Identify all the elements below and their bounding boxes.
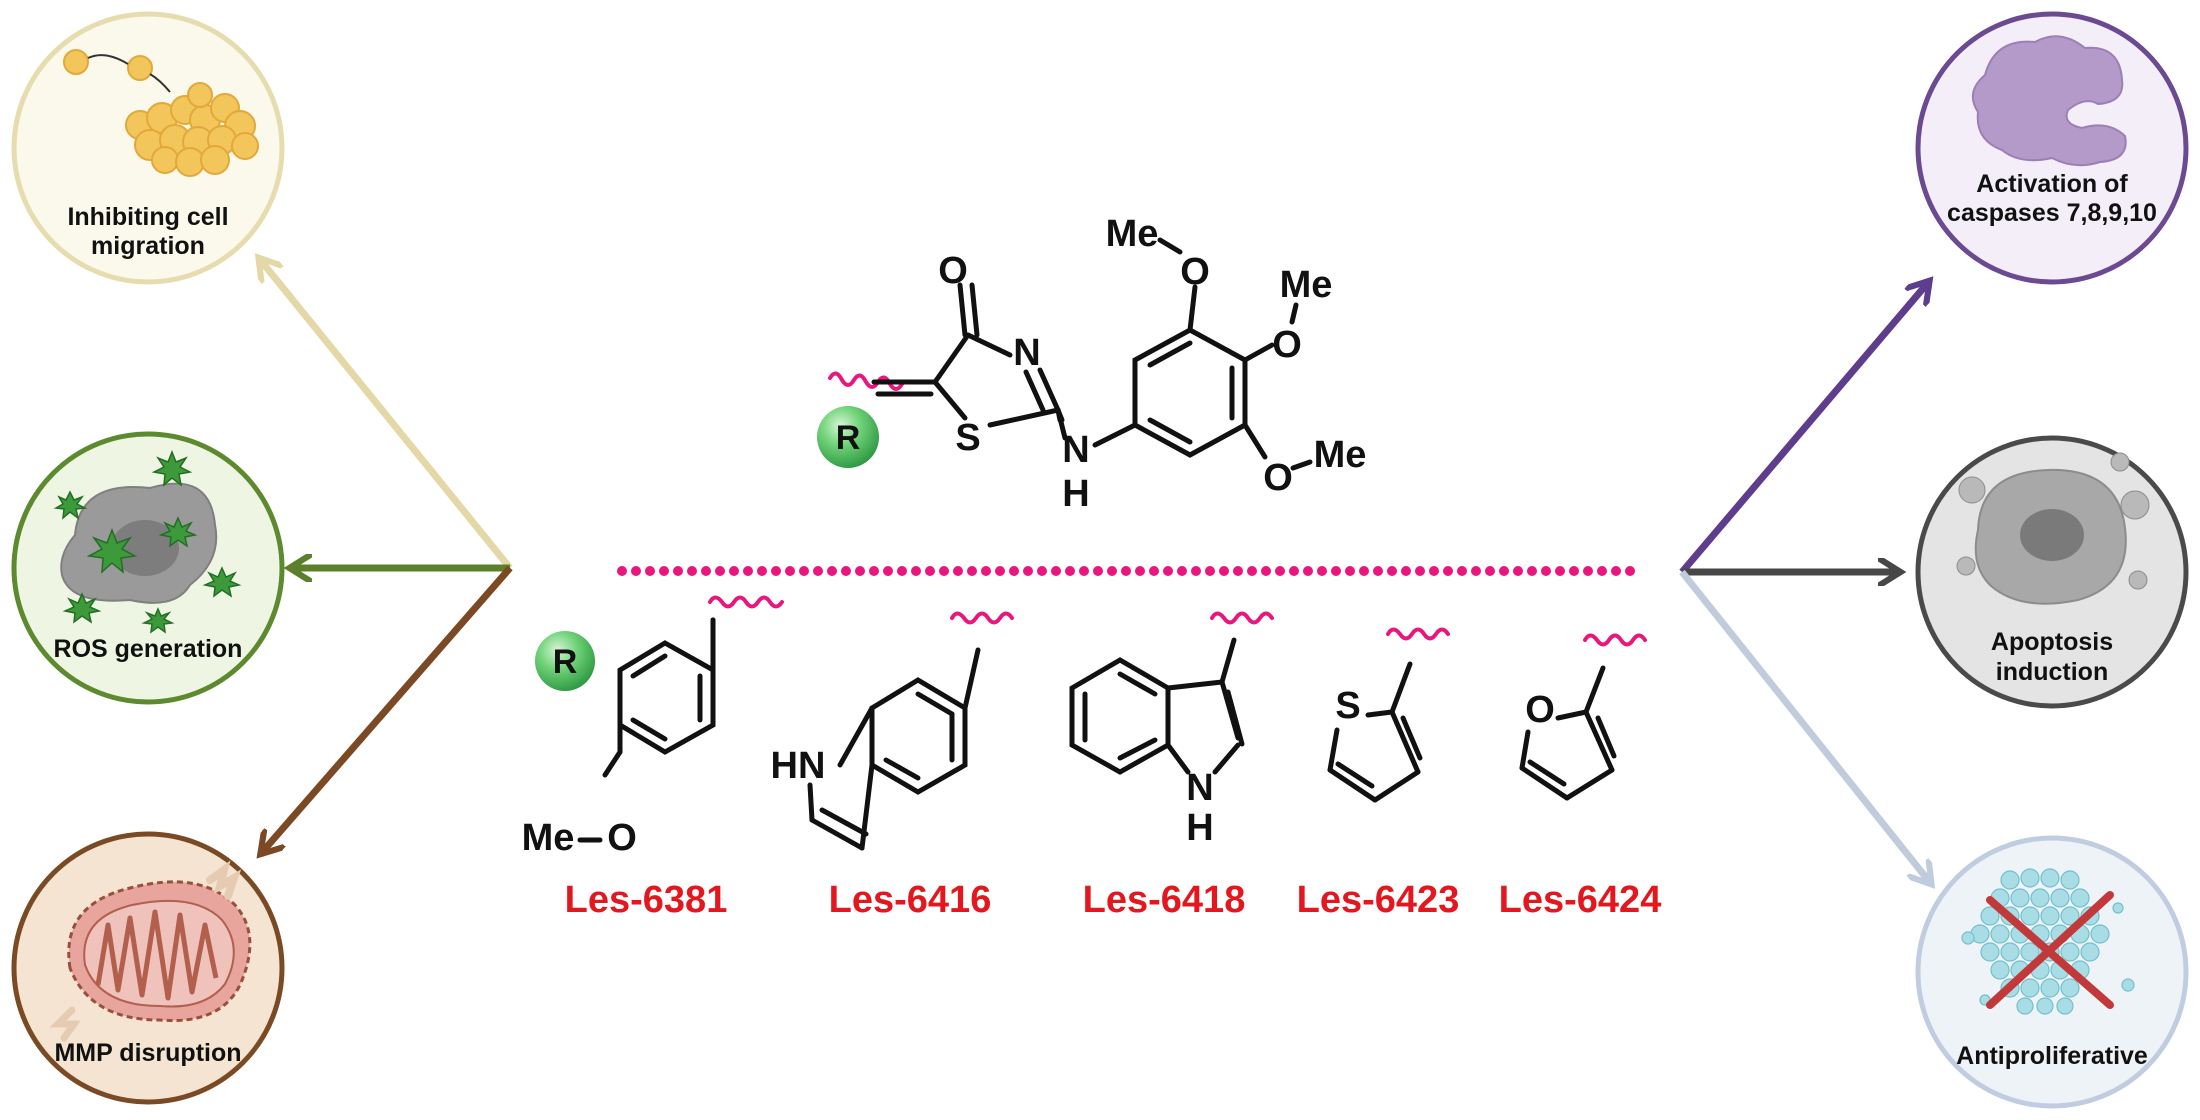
scaffold-o-para: O <box>1272 324 1302 366</box>
scaffold-r-ball <box>817 406 879 468</box>
arrow-to-migration <box>262 262 513 571</box>
substituent-les6424 <box>1519 633 1647 801</box>
mitochondrion-icon <box>49 860 252 1042</box>
wavy-bond-6424 <box>1583 633 1647 647</box>
compound-labels: Les-6381 Les-6416 Les-6418 Les-6423 Les-… <box>565 879 1662 921</box>
scaffold-me-para: Me <box>1280 264 1333 306</box>
les6423-atoms: S <box>1335 685 1360 727</box>
migration-label-line2: migration <box>91 232 205 260</box>
wavy-bond-6381 <box>708 595 784 609</box>
arrow-to-mmp <box>264 565 513 850</box>
scaffold-structure <box>828 282 1275 460</box>
scaffold-r-label: R <box>836 419 861 457</box>
left-arrows <box>262 262 513 850</box>
mmp-panel: MMP disruption <box>11 831 285 1105</box>
wavy-bond-6416 <box>950 611 1014 625</box>
arrow-to-caspases <box>1679 285 1926 575</box>
compound-label-les6424: Les-6424 <box>1499 879 1662 921</box>
apoptotic-cell-icon <box>1956 452 2150 605</box>
substituent-les6416 <box>807 611 1014 851</box>
les6424-atoms: O <box>1525 689 1555 731</box>
scaffold-me-top: Me <box>1106 213 1159 255</box>
migration-label-line1: Inhibiting cell <box>67 203 228 231</box>
migrating-cells-icon <box>63 49 259 177</box>
scaffold-r-group: R <box>817 406 879 468</box>
scaffold-me-bottom: Me <box>1314 434 1367 476</box>
methoxy-connector-bonds <box>1157 237 1313 471</box>
les6418-atoms: N H <box>1186 767 1213 849</box>
caspases-label-line2: caspases 7,8,9,10 <box>1947 199 2157 227</box>
scaffold-o-meta-bottom: O <box>1263 457 1293 499</box>
mmp-label: MMP disruption <box>54 1039 241 1067</box>
caspases-panel: Activation of caspases 7,8,9,10 <box>1915 11 2189 285</box>
apoptosis-label-line1: Apoptosis <box>1991 628 2113 656</box>
scaffold-carbonyl-o: O <box>938 250 968 292</box>
compound-label-les6418: Les-6418 <box>1083 879 1246 921</box>
caspase-protein-icon <box>1971 35 2127 167</box>
legend-r-ball <box>535 631 595 691</box>
compound-label-les6416: Les-6416 <box>829 879 992 921</box>
ros-panel: ROS generation <box>11 431 285 705</box>
wavy-bond-6423 <box>1386 627 1450 641</box>
scaffold-ring-s: S <box>955 417 980 459</box>
substituent-les6418 <box>1069 611 1274 775</box>
les6381-atoms: O Me <box>522 817 637 859</box>
antiproliferative-panel: Antiproliferative <box>1915 835 2189 1109</box>
scaffold-o-meta-top: O <box>1180 251 1210 293</box>
ros-species-icons <box>53 449 242 634</box>
arrow-to-antiproliferative <box>1679 569 1928 880</box>
legend-r-label: R <box>553 643 578 681</box>
scaffold-atoms: O N S N H O Me O Me O Me <box>938 213 1366 515</box>
les6381-o: O <box>607 817 637 859</box>
apoptosis-panel: Apoptosis induction <box>1915 435 2189 709</box>
les6418-n: N <box>1186 767 1213 809</box>
migration-panel: Inhibiting cell migration <box>11 11 285 285</box>
antiproliferative-label: Antiproliferative <box>1956 1042 2148 1070</box>
substituent-les6381 <box>577 595 784 843</box>
les6416-atoms: HN <box>771 745 826 787</box>
scaffold-nh-n: N <box>1062 429 1089 471</box>
les6416-hn: HN <box>771 745 826 787</box>
apoptosis-label-line2: induction <box>1996 658 2108 686</box>
compound-label-les6381: Les-6381 <box>565 879 728 921</box>
caspases-label-line1: Activation of <box>1976 170 2128 198</box>
les6423-s: S <box>1335 685 1360 727</box>
les6381-me: Me <box>522 817 575 859</box>
substituent-r-group: R <box>535 631 595 691</box>
wavy-bond-6418 <box>1210 611 1274 625</box>
scaffold-ring-n: N <box>1013 332 1040 374</box>
inhibition-cross-icon <box>1986 891 2114 1009</box>
compound-label-les6423: Les-6423 <box>1297 879 1460 921</box>
ros-label: ROS generation <box>54 635 243 663</box>
les6424-o: O <box>1525 689 1555 731</box>
substituent-les6423 <box>1327 627 1450 803</box>
right-arrows <box>1679 285 1928 880</box>
les6418-h: H <box>1186 807 1213 849</box>
scaffold-nh-h: H <box>1062 473 1089 515</box>
